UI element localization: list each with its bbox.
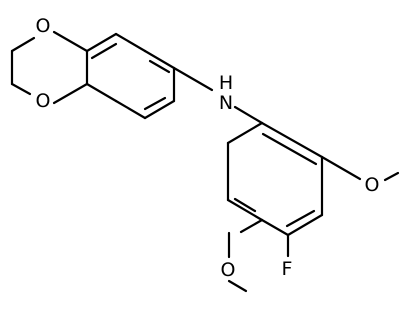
bond-c5-o-methoxy xyxy=(239,218,264,234)
bond-c1-c2-inner xyxy=(261,132,318,166)
bond-c1-c6 xyxy=(226,121,264,145)
bond-c3-c4-inner xyxy=(285,209,316,228)
bond-o-ch3-right xyxy=(383,171,400,182)
bond-ch2-o-top xyxy=(10,36,36,53)
atom-labels: O O N H O F O xyxy=(36,15,380,281)
bond-c7-n xyxy=(172,66,214,92)
bond-c5-c5-inner xyxy=(90,42,118,60)
bond-c5-c6 xyxy=(114,32,147,53)
bond-ch2-o-bottom xyxy=(10,82,32,96)
bonds xyxy=(10,30,400,293)
oxygen-methoxy-right-label: O xyxy=(365,174,380,196)
bond-c4-c5 xyxy=(260,218,290,237)
bond-c6-c7-inner xyxy=(148,59,171,74)
bond-o-bottom-c8a xyxy=(52,82,89,105)
oxygen-methoxy-left-label: O xyxy=(221,259,236,281)
bond-c8ab-c4a xyxy=(85,82,118,103)
bond-c8-c8a-inner xyxy=(143,96,167,111)
oxygen-bottom-label: O xyxy=(36,90,51,112)
fluorine-label: F xyxy=(282,258,293,280)
bond-c5-c6-inner xyxy=(233,197,257,213)
bond-c2-o-methoxy xyxy=(320,155,362,181)
bond-o-top-c4a xyxy=(52,30,89,53)
bond-c8-c8a xyxy=(143,99,176,120)
nitrogen-label: N xyxy=(219,92,233,114)
bond-c5-c6 xyxy=(226,198,264,222)
bond-c1-c2 xyxy=(260,121,324,159)
bond-n-c1 xyxy=(233,105,264,125)
bond-c4a-c5 xyxy=(85,32,118,53)
bond-c6-c7 xyxy=(143,49,176,70)
bond-c3-c4 xyxy=(286,213,324,237)
bond-o-ch3-left xyxy=(227,279,248,293)
hydrogen-label: H xyxy=(219,72,233,94)
oxygen-top-label: O xyxy=(36,15,51,37)
bond-c8a-c8ab xyxy=(114,99,147,120)
